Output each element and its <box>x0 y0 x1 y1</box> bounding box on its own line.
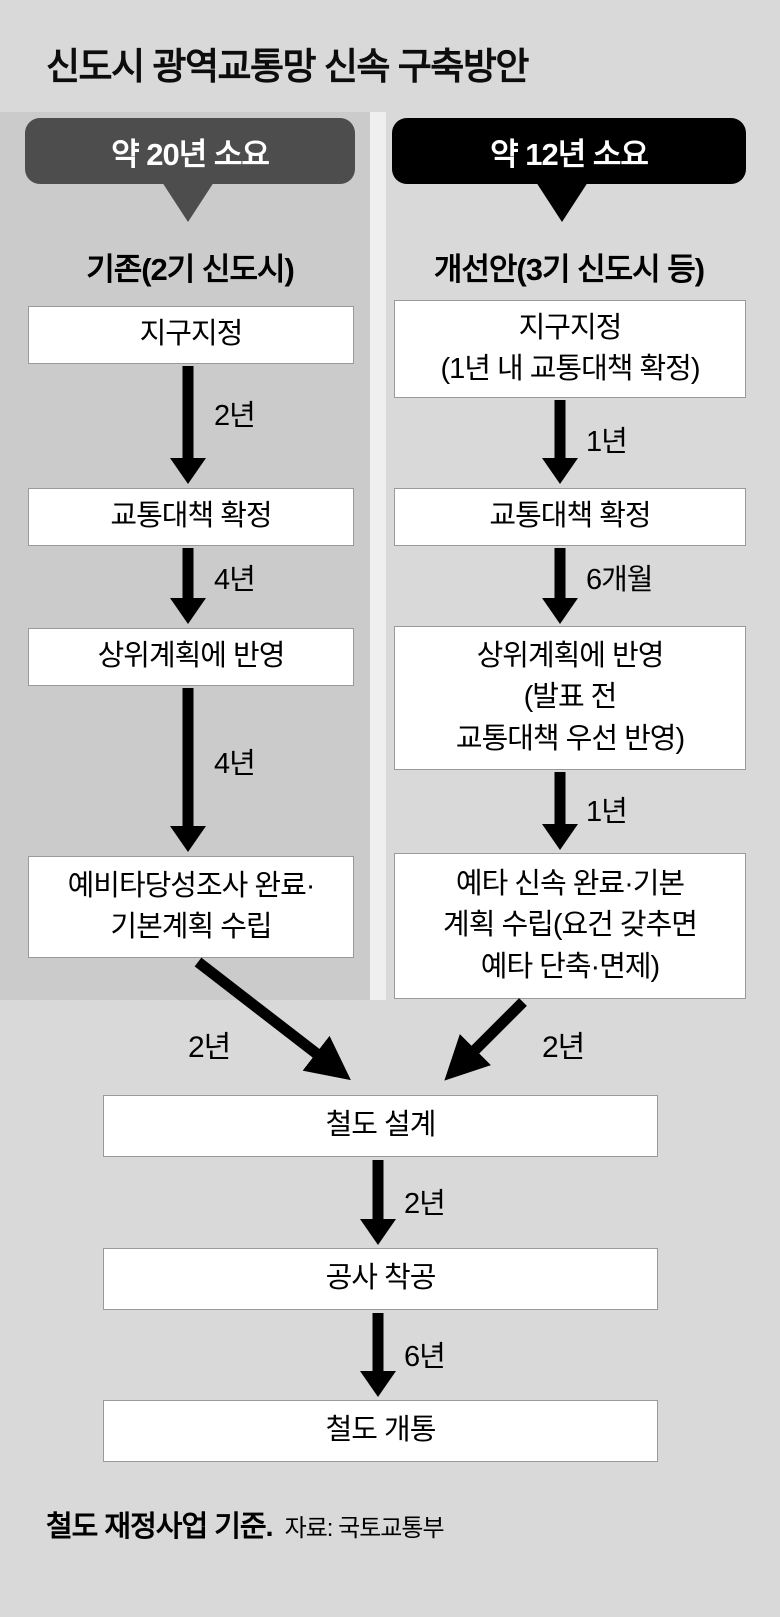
arrow-head <box>360 1219 396 1245</box>
duration-label: 2년 <box>542 1031 585 1064</box>
down-arrow-icon <box>170 366 206 484</box>
step-box-left-1: 지구지정 <box>28 306 354 364</box>
down-arrow-icon <box>170 548 206 624</box>
step-box-left-3: 상위계획에 반영 <box>28 628 354 686</box>
arrow-shaft <box>554 548 566 600</box>
arrow-shaft <box>372 1313 384 1373</box>
arrow-head <box>542 824 578 850</box>
arrow-shaft <box>554 400 566 460</box>
step-box-left-2: 교통대책 확정 <box>28 488 354 546</box>
duration-label: 4년 <box>214 564 256 596</box>
right-column-subtitle: 개선안(3기 신도시 등) <box>433 252 705 287</box>
duration-label: 6개월 <box>586 564 653 596</box>
left-header-badge: 약 20년 소요 <box>25 118 355 184</box>
duration-label: 1년 <box>586 796 628 828</box>
arrow-head <box>170 458 206 484</box>
arrow-shaft <box>182 688 194 828</box>
step-box-left-4: 예비타당성조사 완료· 기본계획 수립 <box>28 856 354 958</box>
page-title: 신도시 광역교통망 신속 구축방안 <box>46 46 529 87</box>
arrow-shaft <box>182 366 194 460</box>
arrow-head <box>360 1371 396 1397</box>
down-arrow-icon <box>542 548 578 624</box>
triangle-down-icon <box>536 182 588 222</box>
duration-label: 6년 <box>404 1341 446 1373</box>
merge-arrows <box>194 957 527 1081</box>
step-box-common-3: 철도 개통 <box>103 1400 658 1462</box>
arrow-head <box>542 458 578 484</box>
arrow-head <box>542 598 578 624</box>
step-box-right-2: 교통대책 확정 <box>394 488 746 546</box>
down-arrow-icon <box>360 1160 396 1245</box>
duration-label: 2년 <box>188 1031 231 1064</box>
down-arrow-icon <box>542 772 578 850</box>
duration-label: 1년 <box>586 426 628 458</box>
footer-source: 자료: 국토교통부 <box>284 1515 445 1542</box>
right-header-badge: 약 12년 소요 <box>392 118 746 184</box>
step-box-common-2: 공사 착공 <box>103 1248 658 1310</box>
arrow-shaft <box>554 772 566 826</box>
arrow-shaft <box>182 548 194 600</box>
step-box-right-4: 예타 신속 완료·기본 계획 수립(요건 갖추면 예타 단축·면제) <box>394 853 746 999</box>
column-divider <box>370 112 386 1000</box>
arrow-head <box>170 598 206 624</box>
triangle-down-icon <box>162 182 214 222</box>
step-box-common-1: 철도 설계 <box>103 1095 658 1157</box>
duration-label: 2년 <box>214 400 256 432</box>
arrow-head <box>170 826 206 852</box>
left-column-subtitle: 기존(2기 신도시) <box>86 252 295 287</box>
down-arrow-icon <box>170 688 206 852</box>
down-arrow-icon <box>360 1313 396 1397</box>
arrow-shaft <box>372 1160 384 1221</box>
diagonal-arrow-left <box>194 957 351 1081</box>
step-box-right-1: 지구지정 (1년 내 교통대책 확정) <box>394 300 746 398</box>
footer-note: 철도 재정사업 기준. <box>46 1511 274 1543</box>
duration-label: 2년 <box>404 1188 446 1220</box>
down-arrow-icon <box>542 400 578 484</box>
step-box-right-3: 상위계획에 반영 (발표 전 교통대책 우선 반영) <box>394 626 746 770</box>
footer: 철도 재정사업 기준. 자료: 국토교통부 <box>46 1503 445 1545</box>
diagonal-arrow-right <box>444 998 527 1081</box>
duration-label: 4년 <box>214 748 256 780</box>
